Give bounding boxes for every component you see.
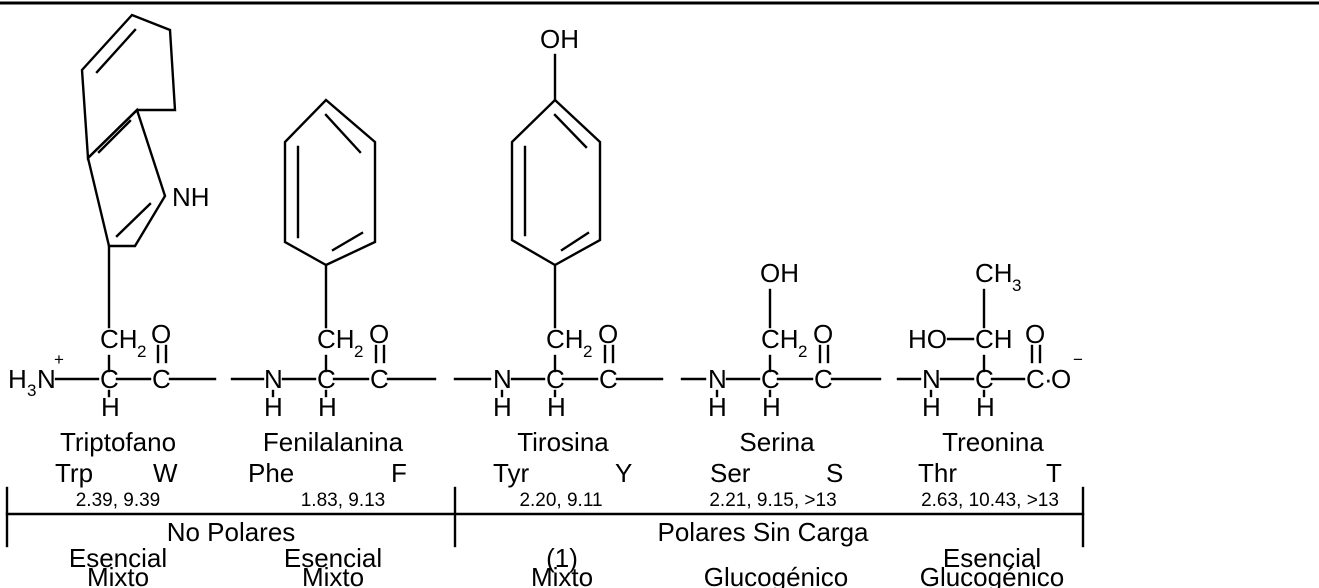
atom-c-alpha-1: C [100,364,119,394]
subscript-3-thr: 3 [1012,276,1021,295]
atom-oh-phenol: OH [540,24,579,54]
atom-ch2-1: CH [100,324,138,354]
atom-c-alpha-4: C [761,364,780,394]
backbone: H 3 N + C H C O N H C H C O N H C H C [8,319,1083,422]
atom-n-4: N [708,364,727,394]
atom-n-2: N [264,364,283,394]
atom-o-carbonyl-2: O [369,319,389,349]
classification-rules [5,486,1085,548]
atom-n-nterm: N [37,364,56,394]
abbr1-label: T [1046,458,1062,488]
abbr1-label: F [391,458,407,488]
subscript-2-3: 2 [583,342,592,361]
atom-c-alpha-2: C [317,364,336,394]
side-chain-tyr: CH 2 OH [510,24,602,373]
side-chain-thr: HO CH CH 3 [908,258,1021,373]
essential-row: Esencial Esencial (1) Esencial [69,543,1041,573]
group-label-polar: Polares Sin Carga [658,517,870,547]
atom-h-alpha-5: H [976,392,995,422]
subscript-3: 3 [27,381,36,400]
subscript-2-4: 2 [798,342,807,361]
charge-plus: + [54,350,64,369]
atom-ch2-2: CH [317,324,355,354]
subscript-2-2: 2 [354,342,363,361]
atom-c-carbonyl-3: C [599,364,618,394]
pka-value: 2.39, 9.39 [76,490,161,511]
metabolism-label: Mixto [87,562,149,588]
atom-ch3-thr: CH [975,258,1013,288]
atom-n-5: N [922,364,941,394]
atom-oh-ser: OH [760,258,799,288]
atom-h-n-4: H [708,392,727,422]
atom-c-carbonyl-5: C [1026,364,1045,394]
side-chain-phe: CH 2 [283,98,377,373]
essential-label: (1) [546,543,578,573]
essential-label: Esencial [284,543,382,573]
essential-label: Esencial [69,543,167,573]
group-row: No Polares Polares Sin Carga [167,517,869,547]
atom-h-alpha-4: H [762,392,781,422]
atom-o-cterm: O [1051,364,1071,394]
atom-h-n-3: H [493,392,512,422]
atom-ch2-4: CH [761,324,799,354]
atom-c-carbonyl-2: C [370,364,389,394]
abbr3-label: Tyr [493,458,529,488]
atom-c-carbonyl-4: C [814,364,833,394]
atom-h-n-5: H [922,392,941,422]
abbr3-label: Ser [710,458,751,488]
pka-row: 2.39, 9.39 1.83, 9.13 2.20, 9.11 2.21, 9… [76,490,1059,511]
pka-value: 1.83, 9.13 [301,490,386,511]
side-chain-ser: CH 2 OH [760,258,807,373]
atom-h-alpha-3: H [547,392,566,422]
name-label: Treonina [942,427,1044,457]
abbr1-label: Y [615,458,632,488]
abbr1-label: W [153,458,178,488]
name-row: Triptofano Fenilalanina Tirosina Serina … [60,427,1044,457]
abbr3-label: Trp [55,458,93,488]
atom-ch2-3: CH [546,324,584,354]
subscript-2-1: 2 [137,342,146,361]
atom-o-carbonyl-4: O [813,319,833,349]
atom-c-carbonyl-1: C [152,364,171,394]
name-label: Triptofano [60,427,176,457]
essential-label: Esencial [943,543,1041,573]
atom-c-alpha-3: C [546,364,565,394]
name-label: Tirosina [517,427,609,457]
atom-n-3: N [493,364,512,394]
atom-o-carbonyl-3: O [598,319,618,349]
group-label-nonpolar: No Polares [167,517,296,547]
metabolism-row: Mixto Mixto Mixto Glucogénico Glucogénic… [87,562,1064,588]
atom-ch-thr: CH [975,324,1013,354]
pka-value: 2.63, 10.43, >13 [921,490,1059,511]
atom-h-alpha-1: H [101,392,120,422]
name-label: Fenilalanina [263,427,404,457]
atom-o-carbonyl-1: O [151,319,171,349]
side-chain-trp: CH 2 NH [80,13,210,373]
abbr3-label: Phe [248,458,294,488]
abbr1-label: S [826,458,843,488]
atom-nh-indole: NH [172,182,210,212]
metabolism-label: Glucogénico [920,562,1065,588]
metabolism-label: Glucogénico [704,562,849,588]
bond-dot: · [1044,364,1053,394]
name-label: Serina [739,427,815,457]
abbreviation-row: Trp W Phe F Tyr Y Ser S Thr T [55,458,1062,488]
atom-c-alpha-5: C [975,364,994,394]
charge-minus: − [1073,350,1083,369]
pka-value: 2.21, 9.15, >13 [709,490,836,511]
abbr3-label: Thr [918,458,957,488]
atom-ho-thr: HO [908,324,947,354]
pka-value: 2.20, 9.11 [519,490,602,511]
atom-h-alpha-2: H [318,392,337,422]
atom-o-carbonyl-5: O [1025,319,1045,349]
atom-h-n-2: H [264,392,283,422]
metabolism-label: Mixto [302,562,364,588]
atom-h-nterm: H [8,364,27,394]
metabolism-label: Mixto [531,562,593,588]
